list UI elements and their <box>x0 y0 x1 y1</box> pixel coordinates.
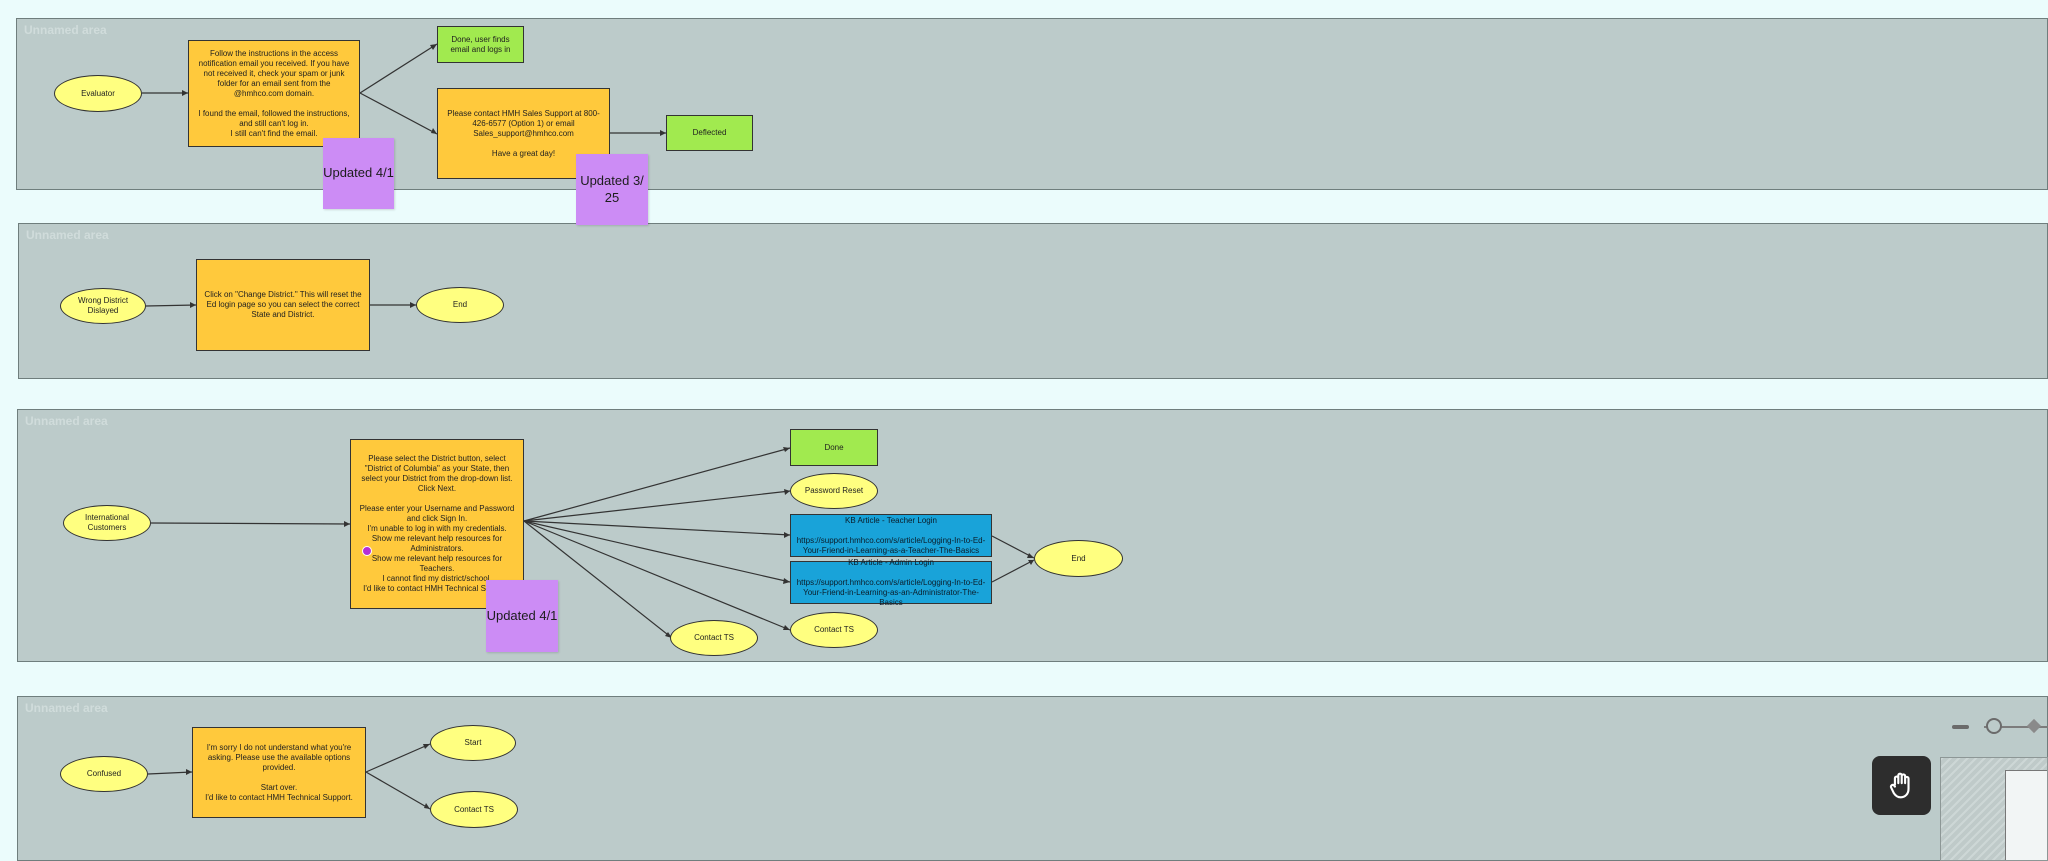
zoom-slider-track[interactable] <box>1984 726 2048 728</box>
node-confused-message[interactable]: I'm sorry I do not understand what you'r… <box>192 727 366 818</box>
node-contact-ts[interactable]: Contact TS <box>430 791 518 828</box>
node-international-instructions[interactable]: Please select the District button, selec… <box>350 439 524 609</box>
node-end[interactable]: End <box>1034 540 1123 577</box>
area-international[interactable]: Unnamed area <box>17 409 2048 662</box>
area-label: Unnamed area <box>26 228 109 242</box>
hand-icon <box>1889 772 1910 798</box>
node-end[interactable]: End <box>416 287 504 323</box>
node-international-customers[interactable]: International Customers <box>63 505 151 541</box>
zoom-slider-handle[interactable] <box>1986 718 2002 734</box>
minimap-viewport[interactable] <box>2005 770 2047 860</box>
area-label: Unnamed area <box>25 701 108 715</box>
hand-tool-button[interactable] <box>1872 756 1931 815</box>
sticky-note[interactable]: Updated 4/1 <box>323 138 394 209</box>
node-wrong-district[interactable]: Wrong District Dislayed <box>60 288 146 324</box>
node-done[interactable]: Done <box>790 429 878 466</box>
node-deflected[interactable]: Deflected <box>666 115 753 151</box>
node-change-district[interactable]: Click on "Change District." This will re… <box>196 259 370 351</box>
node-start[interactable]: Start <box>430 725 516 761</box>
sticky-note[interactable]: Updated 3/ 25 <box>576 154 648 225</box>
node-password-reset[interactable]: Password Reset <box>790 473 878 509</box>
node-done-logs-in[interactable]: Done, user finds email and logs in <box>437 26 524 63</box>
area-label: Unnamed area <box>25 414 108 428</box>
sticky-note[interactable]: Updated 4/1 <box>486 580 558 652</box>
node-evaluator-instructions[interactable]: Follow the instructions in the access no… <box>188 40 360 147</box>
node-confused[interactable]: Confused <box>60 756 148 792</box>
node-evaluator[interactable]: Evaluator <box>54 75 142 112</box>
area-label: Unnamed area <box>24 23 107 37</box>
node-contact-ts[interactable]: Contact TS <box>670 620 758 656</box>
node-kb-admin-login[interactable]: KB Article - Admin Login https://support… <box>790 558 992 607</box>
node-kb-teacher-login[interactable]: KB Article - Teacher Login https://suppo… <box>790 514 992 557</box>
node-contact-ts[interactable]: Contact TS <box>790 612 878 648</box>
comment-badge[interactable] <box>362 546 372 556</box>
zoom-out-icon[interactable] <box>1952 725 1969 729</box>
minimap[interactable] <box>1940 757 2048 861</box>
